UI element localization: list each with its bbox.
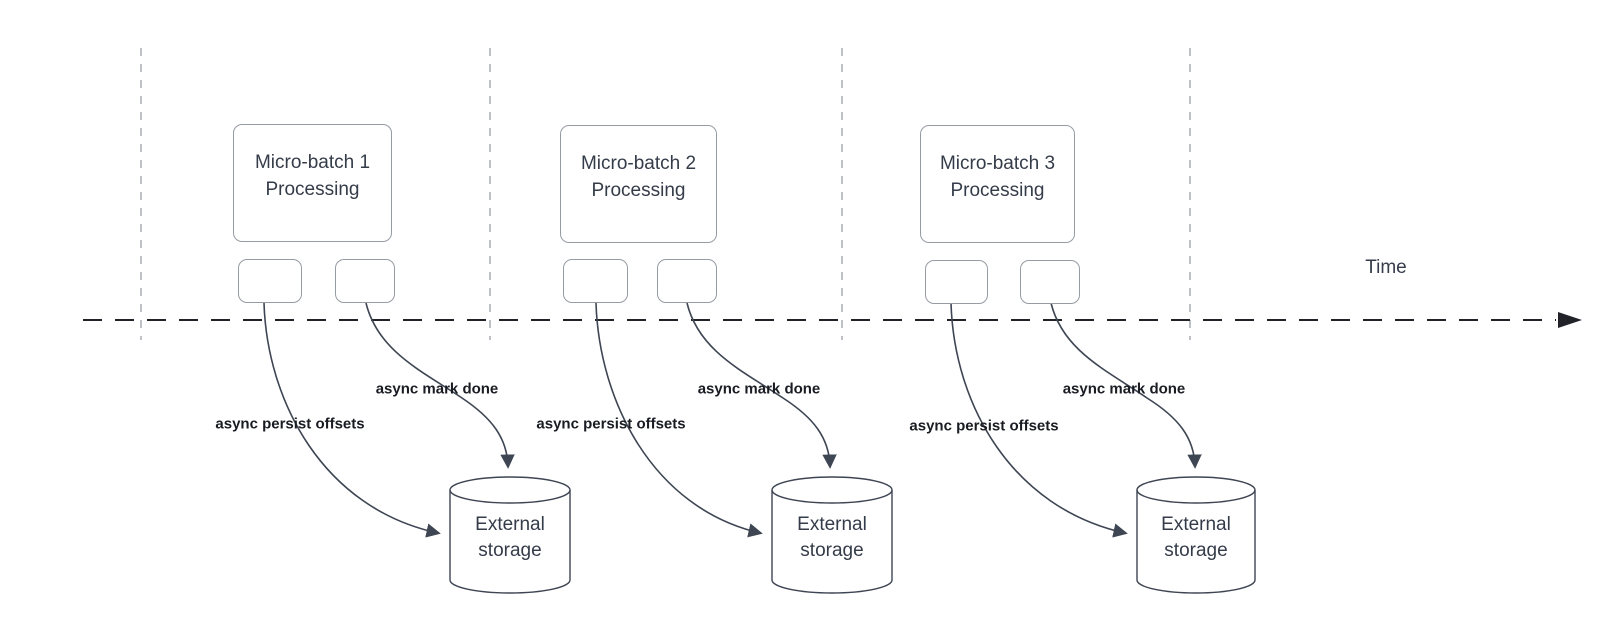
micro-batch-1-processing-box: Micro-batch 1 Processing <box>233 124 392 242</box>
persist-offsets-arrow-3 <box>950 302 1128 538</box>
external-storage-label-2: External storage <box>797 514 867 561</box>
persist-offsets-label-2: async persist offsets <box>536 415 686 433</box>
persist-offsets-task-box-1 <box>238 259 302 303</box>
time-axis-label: Time <box>1365 257 1407 278</box>
time-axis-arrow-icon <box>1558 312 1582 328</box>
external-storage-cylinder-2 <box>771 476 893 594</box>
persist-offsets-task-box-2 <box>563 259 628 303</box>
persist-offsets-task-box-3 <box>925 260 988 304</box>
mark-done-task-box-1 <box>335 259 395 303</box>
mark-done-task-box-2 <box>657 259 717 303</box>
persist-offsets-arrow-2 <box>595 302 763 538</box>
micro-batch-2-processing-box: Micro-batch 2 Processing <box>560 125 717 243</box>
micro-batch-3-processing-box: Micro-batch 3 Processing <box>920 125 1075 243</box>
external-storage-cylinder-1 <box>449 476 571 594</box>
external-storage-label-3: External storage <box>1161 514 1231 561</box>
external-storage-cylinder-3 <box>1136 476 1256 594</box>
mark-done-label-2: async mark done <box>697 380 821 398</box>
external-storage-label-1: External storage <box>475 514 545 561</box>
mark-done-arrow-3 <box>1050 302 1202 469</box>
mark-done-arrow-1 <box>365 302 515 469</box>
mark-done-label-1: async mark done <box>375 380 499 398</box>
persist-offsets-label-3: async persist offsets <box>909 417 1059 435</box>
mark-done-arrow-2 <box>686 302 837 469</box>
mark-done-task-box-3 <box>1020 260 1080 304</box>
persist-offsets-arrow-1 <box>263 302 441 538</box>
persist-offsets-label-1: async persist offsets <box>215 415 365 433</box>
mark-done-label-3: async mark done <box>1062 380 1186 398</box>
